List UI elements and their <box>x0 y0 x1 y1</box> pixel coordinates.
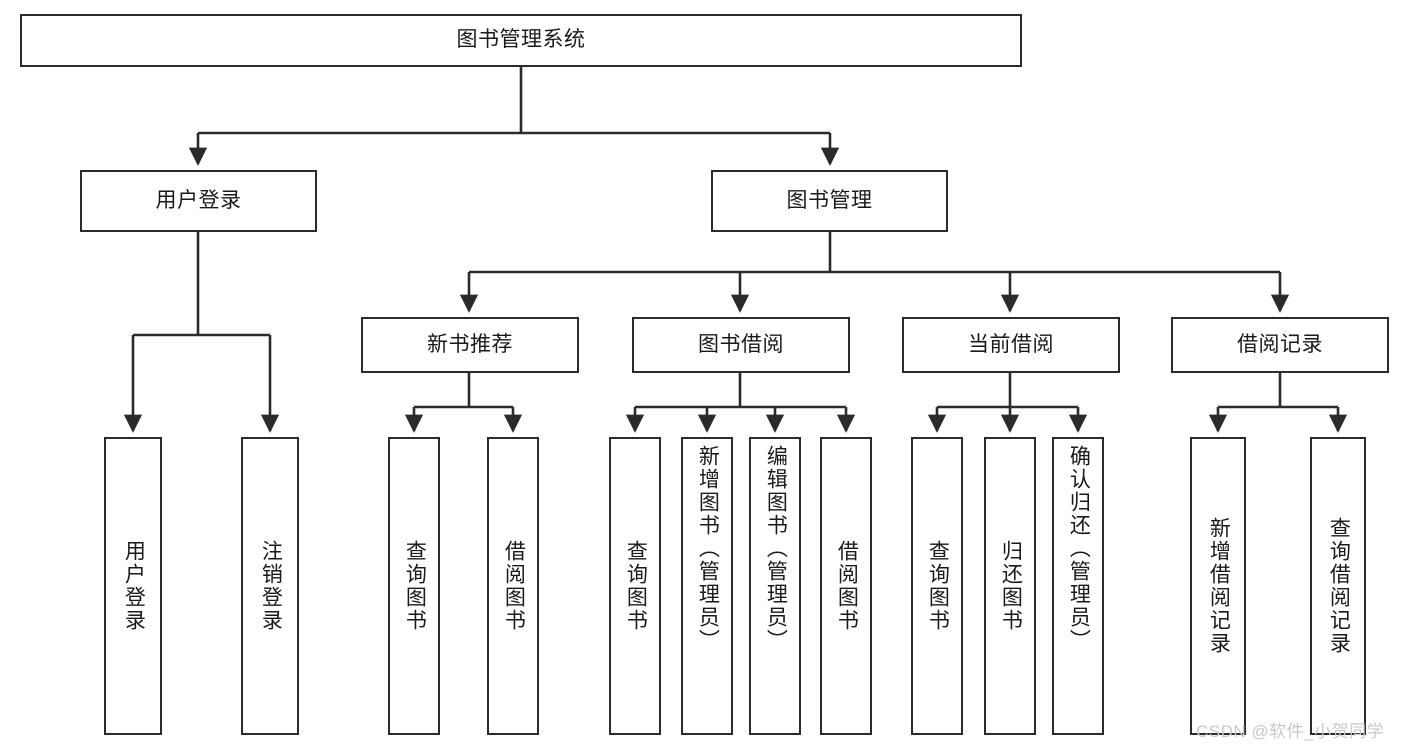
leaf-node[interactable]: 借阅图书 <box>487 437 539 735</box>
node-user-login[interactable]: 用户登录 <box>80 170 317 232</box>
leaf-node-label: 查询图书 <box>926 540 950 632</box>
leaf-node-label: 注销登录 <box>259 540 283 632</box>
node-borrow-record-label: 借阅记录 <box>1237 332 1323 356</box>
node-borrow-record[interactable]: 借阅记录 <box>1171 317 1389 373</box>
leaf-node[interactable]: 借阅图书 <box>820 437 872 735</box>
leaf-node[interactable]: 新增借阅记录 <box>1190 437 1246 735</box>
node-current-borrow-label: 当前借阅 <box>968 332 1054 356</box>
node-new-book-recommend[interactable]: 新书推荐 <box>361 317 579 373</box>
node-root[interactable]: 图书管理系统 <box>20 14 1022 67</box>
leaf-node-label: 查询图书 <box>403 540 427 632</box>
leaf-node[interactable]: 查询借阅记录 <box>1310 437 1366 735</box>
leaf-node[interactable]: 编辑图书（管理员） <box>749 437 801 735</box>
leaf-node-label: 借阅图书 <box>502 540 526 632</box>
node-root-label: 图书管理系统 <box>456 28 586 52</box>
csdn-watermark: CSDN @软件_小贺同学 <box>1196 722 1385 741</box>
node-book-management-label: 图书管理 <box>786 188 873 212</box>
node-current-borrow[interactable]: 当前借阅 <box>902 317 1120 373</box>
leaf-node[interactable]: 查询图书 <box>609 437 661 735</box>
leaf-node[interactable]: 确认归还（管理员） <box>1052 437 1104 735</box>
leaf-node[interactable]: 新增图书（管理员） <box>681 437 733 735</box>
leaf-node-label: 查询图书 <box>624 540 648 632</box>
leaf-node[interactable]: 注销登录 <box>241 437 299 735</box>
node-book-borrow[interactable]: 图书借阅 <box>632 317 850 373</box>
leaf-node[interactable]: 归还图书 <box>984 437 1036 735</box>
leaf-node[interactable]: 用户登录 <box>104 437 162 735</box>
node-book-management[interactable]: 图书管理 <box>711 170 948 232</box>
leaf-node-label: 借阅图书 <box>835 540 859 632</box>
leaf-node-label: 编辑图书（管理员） <box>764 445 788 652</box>
leaf-node-label: 新增图书（管理员） <box>696 445 720 652</box>
leaf-node-label: 确认归还（管理员） <box>1067 445 1091 652</box>
leaf-node-label: 归还图书 <box>999 540 1023 632</box>
node-new-book-recommend-label: 新书推荐 <box>427 332 513 356</box>
leaf-node-label: 用户登录 <box>122 540 146 632</box>
leaf-node-label: 查询借阅记录 <box>1327 517 1351 655</box>
leaf-node[interactable]: 查询图书 <box>388 437 440 735</box>
node-book-borrow-label: 图书借阅 <box>698 332 784 356</box>
node-user-login-label: 用户登录 <box>155 188 242 212</box>
leaf-node-label: 新增借阅记录 <box>1207 517 1231 655</box>
leaf-node[interactable]: 查询图书 <box>911 437 963 735</box>
